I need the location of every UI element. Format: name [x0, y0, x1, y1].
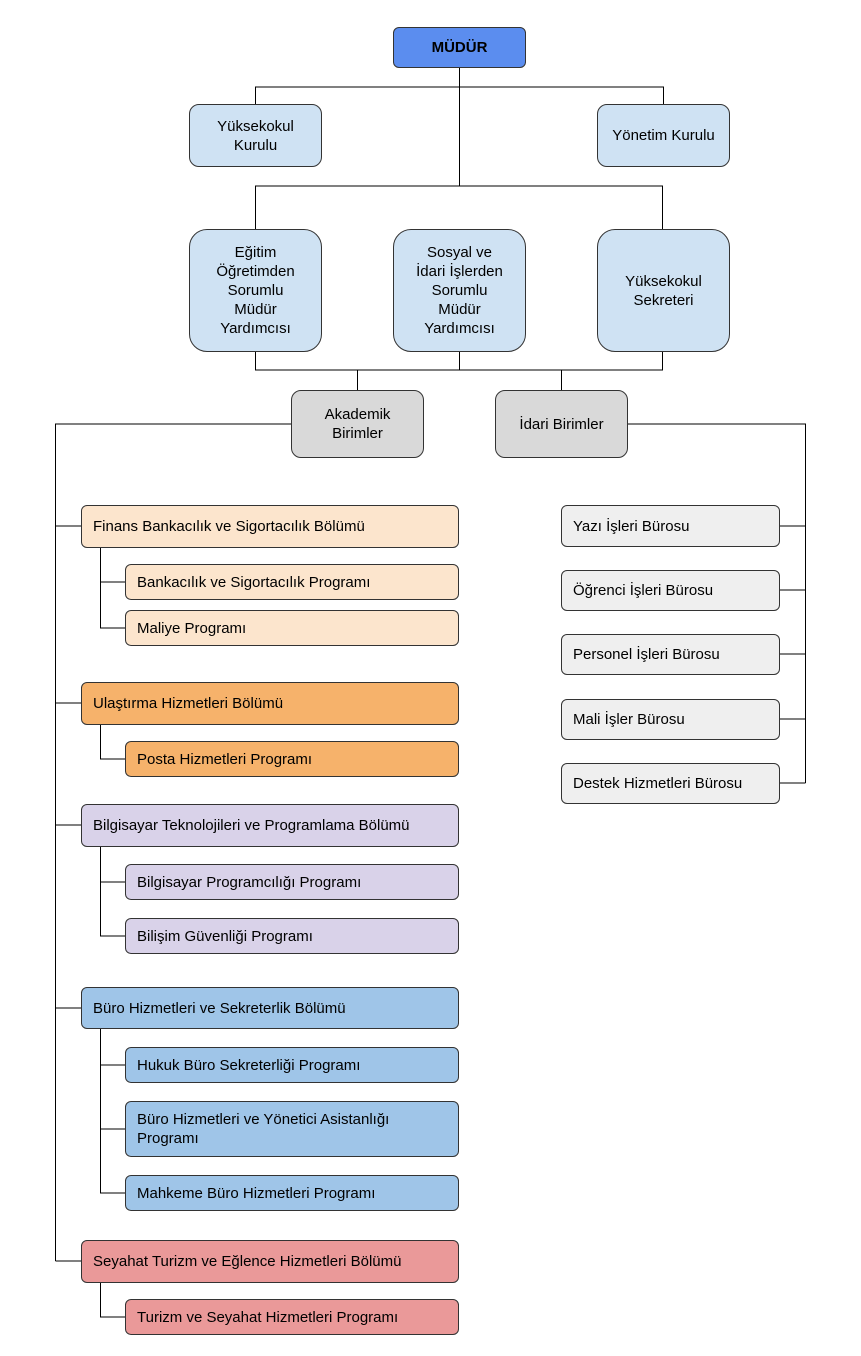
program-box: Mahkeme Büro Hizmetleri Programı	[125, 1175, 459, 1211]
admin-units-box: İdari Birimler	[495, 390, 628, 458]
school-secretary-box: Yüksekokul Sekreteri	[597, 229, 730, 352]
program-box: Büro Hizmetleri ve Yönetici Asistanlığı …	[125, 1101, 459, 1157]
program-box: Turizm ve Seyahat Hizmetleri Programı	[125, 1299, 459, 1335]
executive-board-box: Yönetim Kurulu	[597, 104, 730, 167]
department-box: Finans Bankacılık ve Sigortacılık Bölümü	[81, 505, 459, 548]
department-box: Seyahat Turizm ve Eğlence Hizmetleri Böl…	[81, 1240, 459, 1283]
department-box: Bilgisayar Teknolojileri ve Programlama …	[81, 804, 459, 847]
academic-deputy-box: Eğitim Öğretimden Sorumlu Müdür Yardımcı…	[189, 229, 322, 352]
program-box: Bilgisayar Programcılığı Programı	[125, 864, 459, 900]
program-box: Hukuk Büro Sekreterliği Programı	[125, 1047, 459, 1083]
department-box: Büro Hizmetleri ve Sekreterlik Bölümü	[81, 987, 459, 1029]
program-box: Bankacılık ve Sigortacılık Programı	[125, 564, 459, 600]
office-box: Yazı İşleri Bürosu	[561, 505, 780, 547]
school-board-box: Yüksekokul Kurulu	[189, 104, 322, 167]
academic-units-box: Akademik Birimler	[291, 390, 424, 458]
program-box: Bilişim Güvenliği Programı	[125, 918, 459, 954]
department-box: Ulaştırma Hizmetleri Bölümü	[81, 682, 459, 725]
office-box: Mali İşler Bürosu	[561, 699, 780, 740]
office-box: Öğrenci İşleri Bürosu	[561, 570, 780, 611]
office-box: Personel İşleri Bürosu	[561, 634, 780, 675]
admin-deputy-box: Sosyal ve İdari İşlerden Sorumlu Müdür Y…	[393, 229, 526, 352]
office-box: Destek Hizmetleri Bürosu	[561, 763, 780, 804]
director-box: MÜDÜR	[393, 27, 526, 68]
program-box: Posta Hizmetleri Programı	[125, 741, 459, 777]
program-box: Maliye Programı	[125, 610, 459, 646]
